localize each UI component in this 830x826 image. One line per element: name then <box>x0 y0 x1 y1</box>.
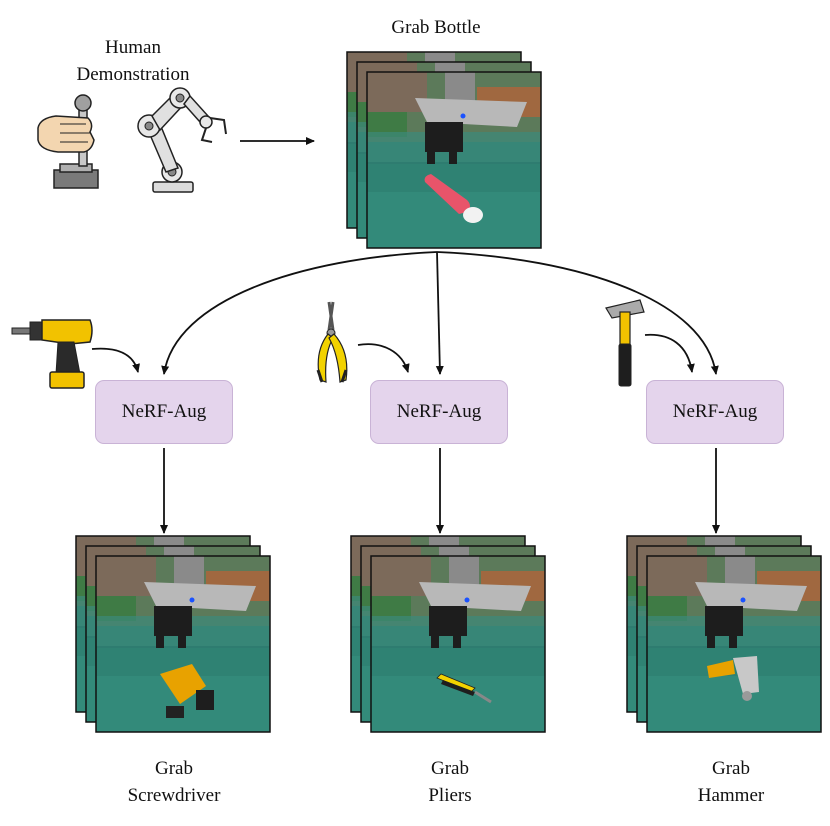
caption-3-line2: Hammer <box>697 785 765 806</box>
hammer-icon <box>605 299 645 387</box>
caption-2-line2: Pliers <box>428 785 472 806</box>
pliers-icon <box>316 301 348 383</box>
nerf-aug-box-2: NeRF-Aug <box>370 380 508 444</box>
pliers-frame-stack <box>350 535 546 733</box>
caption-1-line2: Screwdriver <box>127 785 221 806</box>
arrow-hammer-to-nerf <box>644 333 695 373</box>
arrow-to-nerf-3 <box>436 251 719 375</box>
arrow-drill-to-nerf <box>91 347 140 373</box>
hammer-frame-stack <box>626 535 822 733</box>
pliers-object <box>436 673 492 704</box>
bottle-object <box>424 174 483 223</box>
caption-3-line1: Grab <box>712 758 750 779</box>
demo-label: Human Demonstration <box>76 37 190 85</box>
caption-1-line1: Grab <box>155 758 193 779</box>
top-task-label: Grab Bottle <box>391 17 481 38</box>
robot-arm-icon <box>137 87 227 193</box>
nerf-aug-box-1: NeRF-Aug <box>95 380 233 444</box>
nerf-aug-box-3: NeRF-Aug <box>646 380 784 444</box>
arrow-pliers-to-nerf <box>357 343 410 373</box>
arrow-to-nerf-2 <box>435 251 444 375</box>
screwdriver-frame-stack <box>75 535 271 733</box>
arrow-to-nerf-1 <box>161 251 438 375</box>
joystick-hand-icon <box>37 94 99 189</box>
hammer-object <box>707 656 759 701</box>
drill-object <box>160 664 214 718</box>
caption-2-line1: Grab <box>431 758 469 779</box>
drill-icon <box>11 319 93 389</box>
bottle-frame-stack <box>346 51 542 249</box>
